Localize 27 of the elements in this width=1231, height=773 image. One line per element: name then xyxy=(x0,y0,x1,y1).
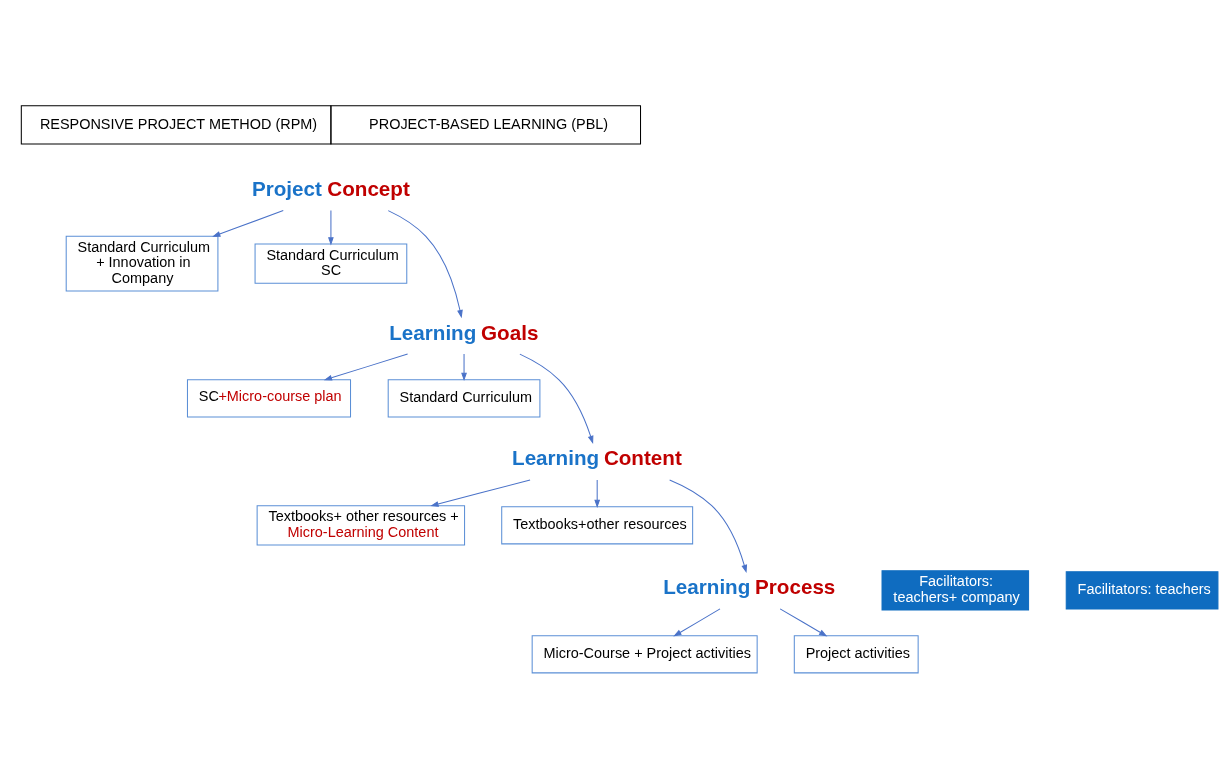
node-box: Standard Curriculum + Innovation in Company xyxy=(65,235,219,292)
node-box: Textbooks+other resources xyxy=(501,505,694,544)
node-box: Textbooks+ other resources + Micro-Learning Content xyxy=(256,504,466,545)
node-text: Project Concept xyxy=(251,176,410,200)
arrow xyxy=(669,479,748,573)
arrow xyxy=(519,353,594,444)
node-box: Standard Curriculum SC xyxy=(254,243,408,284)
label: PROJECT-BASED LEARNING (PBL) xyxy=(369,115,609,132)
node-box: Facilitators: teachers xyxy=(1065,570,1219,609)
arrow xyxy=(328,209,334,245)
arrow xyxy=(387,209,463,318)
arrow xyxy=(212,209,284,237)
node-box: Standard Curriculum xyxy=(387,378,541,417)
node-text: Learning Goals xyxy=(389,320,539,344)
node-text: Learning Content xyxy=(512,445,682,469)
arrow xyxy=(430,478,531,507)
arrow xyxy=(779,607,828,636)
node-box: Project activities xyxy=(793,634,919,673)
arrow xyxy=(594,478,601,508)
node-box: Facilitators: teachers+ company xyxy=(881,569,1030,610)
node-box: SC+Micro-course plan xyxy=(186,378,352,417)
arrow xyxy=(461,353,467,381)
arrow xyxy=(323,353,409,380)
arrow xyxy=(673,607,721,636)
node-text: Learning Process xyxy=(663,574,836,598)
label: RESPONSIVE PROJECT METHOD (RPM) xyxy=(39,115,318,132)
node-box: Micro-Course + Project activities xyxy=(531,634,758,673)
